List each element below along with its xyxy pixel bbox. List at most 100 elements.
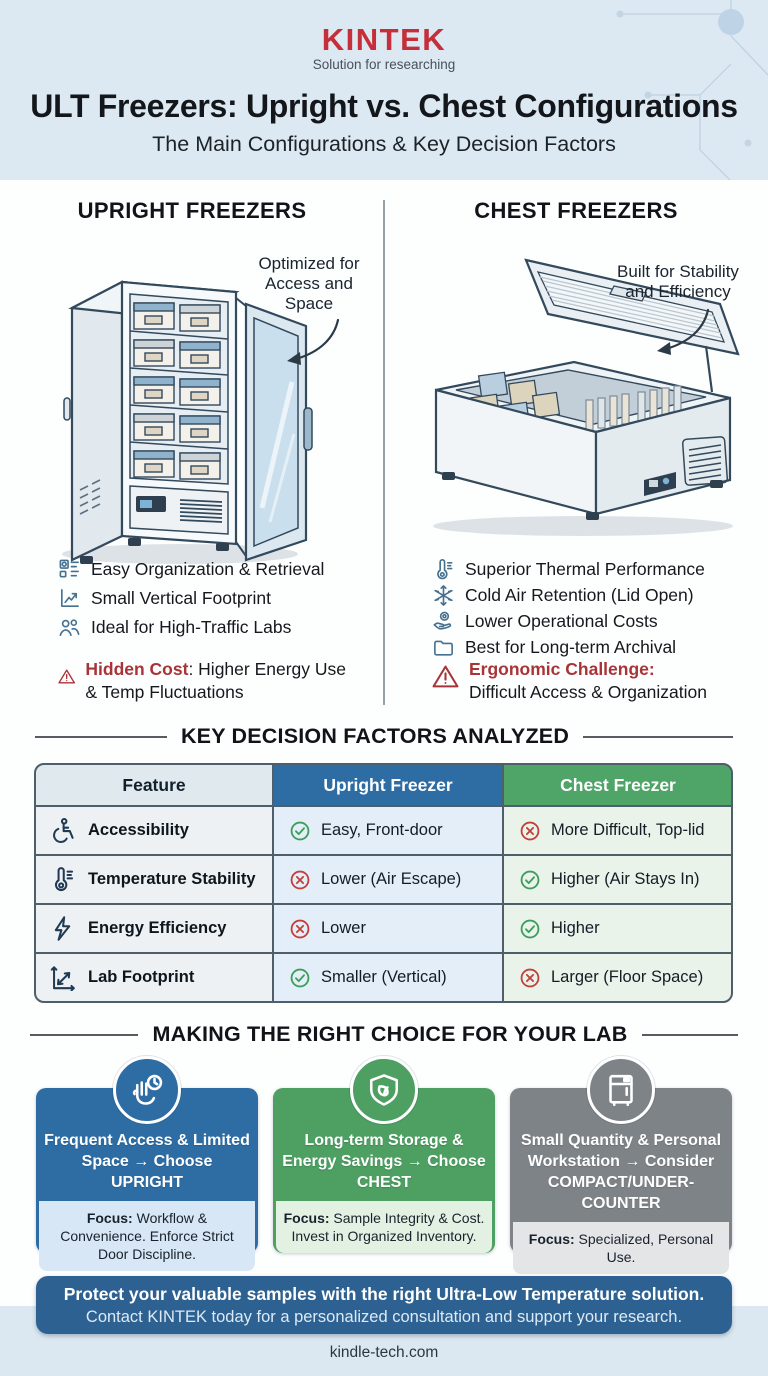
card-icon-circle <box>113 1056 181 1124</box>
cross-icon <box>520 968 540 987</box>
chest-value-cell: Higher <box>504 905 731 952</box>
warning-triangle-icon <box>58 669 76 684</box>
check-icon <box>290 821 310 840</box>
focus-label: Focus: <box>283 1210 330 1226</box>
feature-item: Easy Organization & Retrieval <box>58 558 368 581</box>
upright-value-cell: Lower (Air Escape) <box>274 856 502 903</box>
upright-freezer-illustration <box>62 280 313 564</box>
feature-cell: Lab Footprint <box>36 954 272 1001</box>
feature-label: Small Vertical Footprint <box>91 588 271 608</box>
warning-text: Ergonomic Challenge:Difficult Access & O… <box>469 659 707 702</box>
cta-line1: Protect your valuable samples with the r… <box>63 1283 705 1304</box>
card-icon-circle <box>587 1056 655 1124</box>
people-icon <box>59 619 80 636</box>
warning-text: Hidden Cost: Higher Energy Use & Temp Fl… <box>85 659 347 702</box>
upright-annotation: Optimized for Access and Space <box>258 254 360 313</box>
chest-freezer-illustration <box>433 258 740 536</box>
header: KINTEK Solution for researching ULT Free… <box>0 0 768 180</box>
check-icon <box>520 870 540 889</box>
chest-value-cell: Higher (Air Stays In) <box>504 856 731 903</box>
cta-line2: Contact KINTEK today for a personalized … <box>85 1307 683 1326</box>
feature-item: Lower Operational Costs <box>432 610 752 633</box>
heading-rule <box>641 1033 738 1036</box>
card-focus: Focus: Workflow & Convenience. Enforce S… <box>39 1201 255 1271</box>
cell-text: Larger (Floor Space) <box>551 968 704 986</box>
cell-text: Easy, Front-door <box>321 821 443 839</box>
column-header-chest: Chest Freezer <box>504 765 731 805</box>
feature-item: Small Vertical Footprint <box>58 587 368 610</box>
cell-text: Higher (Air Stays In) <box>551 870 700 888</box>
feature-label: Ideal for High-Traffic Labs <box>91 617 292 637</box>
chest-value-cell: More Difficult, Top-lid <box>504 807 731 854</box>
upright-feature-list: Easy Organization & Retrieval Small Vert… <box>58 558 368 639</box>
cell-text: Lower (Air Escape) <box>321 870 462 888</box>
choice-card-upright: Frequent Access & Limited Space → Choose… <box>36 1056 258 1271</box>
cell-text: More Difficult, Top-lid <box>551 821 705 839</box>
cell-text: Higher <box>551 919 600 937</box>
wheelchair-icon <box>53 818 74 843</box>
heading-rule <box>583 735 734 738</box>
curved-arrow-icon <box>287 318 340 365</box>
feature-label: Best for Long-term Archival <box>465 637 677 657</box>
feature-name: Lab Footprint <box>88 968 195 986</box>
upright-value-cell: Easy, Front-door <box>274 807 502 854</box>
compact-freezer-icon <box>609 1074 633 1106</box>
choice-card: Frequent Access & Limited Space → Choose… <box>36 1088 258 1271</box>
folder-icon <box>434 640 453 656</box>
cell-text: Lower <box>321 919 366 937</box>
cross-icon <box>290 870 310 889</box>
chest-feature-list: Superior Thermal Performance Cold Air Re… <box>432 558 752 659</box>
check-icon <box>520 919 540 938</box>
card-focus: Focus: Sample Integrity & Cost. Invest i… <box>276 1201 492 1253</box>
cta-banner: Protect your valuable samples with the r… <box>36 1276 732 1334</box>
cross-icon <box>290 919 310 938</box>
check-icon <box>290 968 310 987</box>
hand-clock-icon <box>132 1074 163 1105</box>
feature-name: Temperature Stability <box>88 870 256 888</box>
upright-value-cell: Lower <box>274 905 502 952</box>
logo-tagline: Solution for researching <box>312 57 456 72</box>
organization-icon <box>59 559 79 578</box>
warning-label: Hidden Cost <box>85 659 189 679</box>
feature-item: Ideal for High-Traffic Labs <box>58 616 368 639</box>
heading-rule <box>34 735 167 738</box>
chest-annotation: Built for Stability and Efficiency <box>617 262 739 301</box>
feature-label: Superior Thermal Performance <box>465 559 705 579</box>
feature-label: Cold Air Retention (Lid Open) <box>465 585 694 605</box>
cell-text: Smaller (Vertical) <box>321 968 447 986</box>
focus-label: Focus: <box>86 1210 133 1226</box>
upright-value-cell: Smaller (Vertical) <box>274 954 502 1001</box>
column-header-feature: Feature <box>36 765 272 805</box>
card-icon-circle <box>350 1056 418 1124</box>
choice-card-chest: Long-term Storage & Energy Savings → Cho… <box>273 1056 495 1253</box>
chest-heading: CHEST FREEZERS <box>474 198 678 223</box>
choice-card-compact: Small Quantity & Personal Workstation → … <box>510 1056 732 1274</box>
heading-text: MAKING THE RIGHT CHOICE FOR YOUR LAB <box>152 1022 628 1046</box>
decision-section-heading: KEY DECISION FACTORS ANALYZED <box>0 724 768 749</box>
feature-name: Energy Efficiency <box>88 919 227 937</box>
page-title: ULT Freezers: Upright vs. Chest Configur… <box>30 88 738 124</box>
footer-website-link[interactable]: kindle-tech.com <box>329 1344 439 1361</box>
snowflake-icon <box>434 585 453 606</box>
feature-item: Cold Air Retention (Lid Open) <box>432 584 752 607</box>
circuit-decoration-icon <box>616 0 768 180</box>
feature-cell: Temperature Stability <box>36 856 272 903</box>
page-subtitle: The Main Configurations & Key Decision F… <box>152 132 616 156</box>
card-title: Small Quantity & Personal Workstation → … <box>520 1132 722 1212</box>
feature-cell: Energy Efficiency <box>36 905 272 952</box>
cross-icon <box>520 821 540 840</box>
kintek-logo: KINTEK <box>321 22 447 57</box>
warning-triangle-icon <box>432 665 459 688</box>
card-focus: Focus: Specialized, Personal Use. <box>513 1222 729 1274</box>
axes-arrows-icon <box>50 966 75 991</box>
feature-cell: Accessibility <box>36 807 272 854</box>
feature-item: Best for Long-term Archival <box>432 636 752 659</box>
warning-label: Ergonomic Challenge: <box>469 659 655 679</box>
footprint-chart-icon <box>61 589 79 607</box>
hand-coin-icon <box>433 611 452 630</box>
card-title: Long-term Storage & Energy Savings → Cho… <box>282 1132 486 1191</box>
thermometer-icon <box>437 559 453 580</box>
choice-section-heading: MAKING THE RIGHT CHOICE FOR YOUR LAB <box>0 1022 768 1047</box>
choice-card: Small Quantity & Personal Workstation → … <box>510 1088 732 1274</box>
